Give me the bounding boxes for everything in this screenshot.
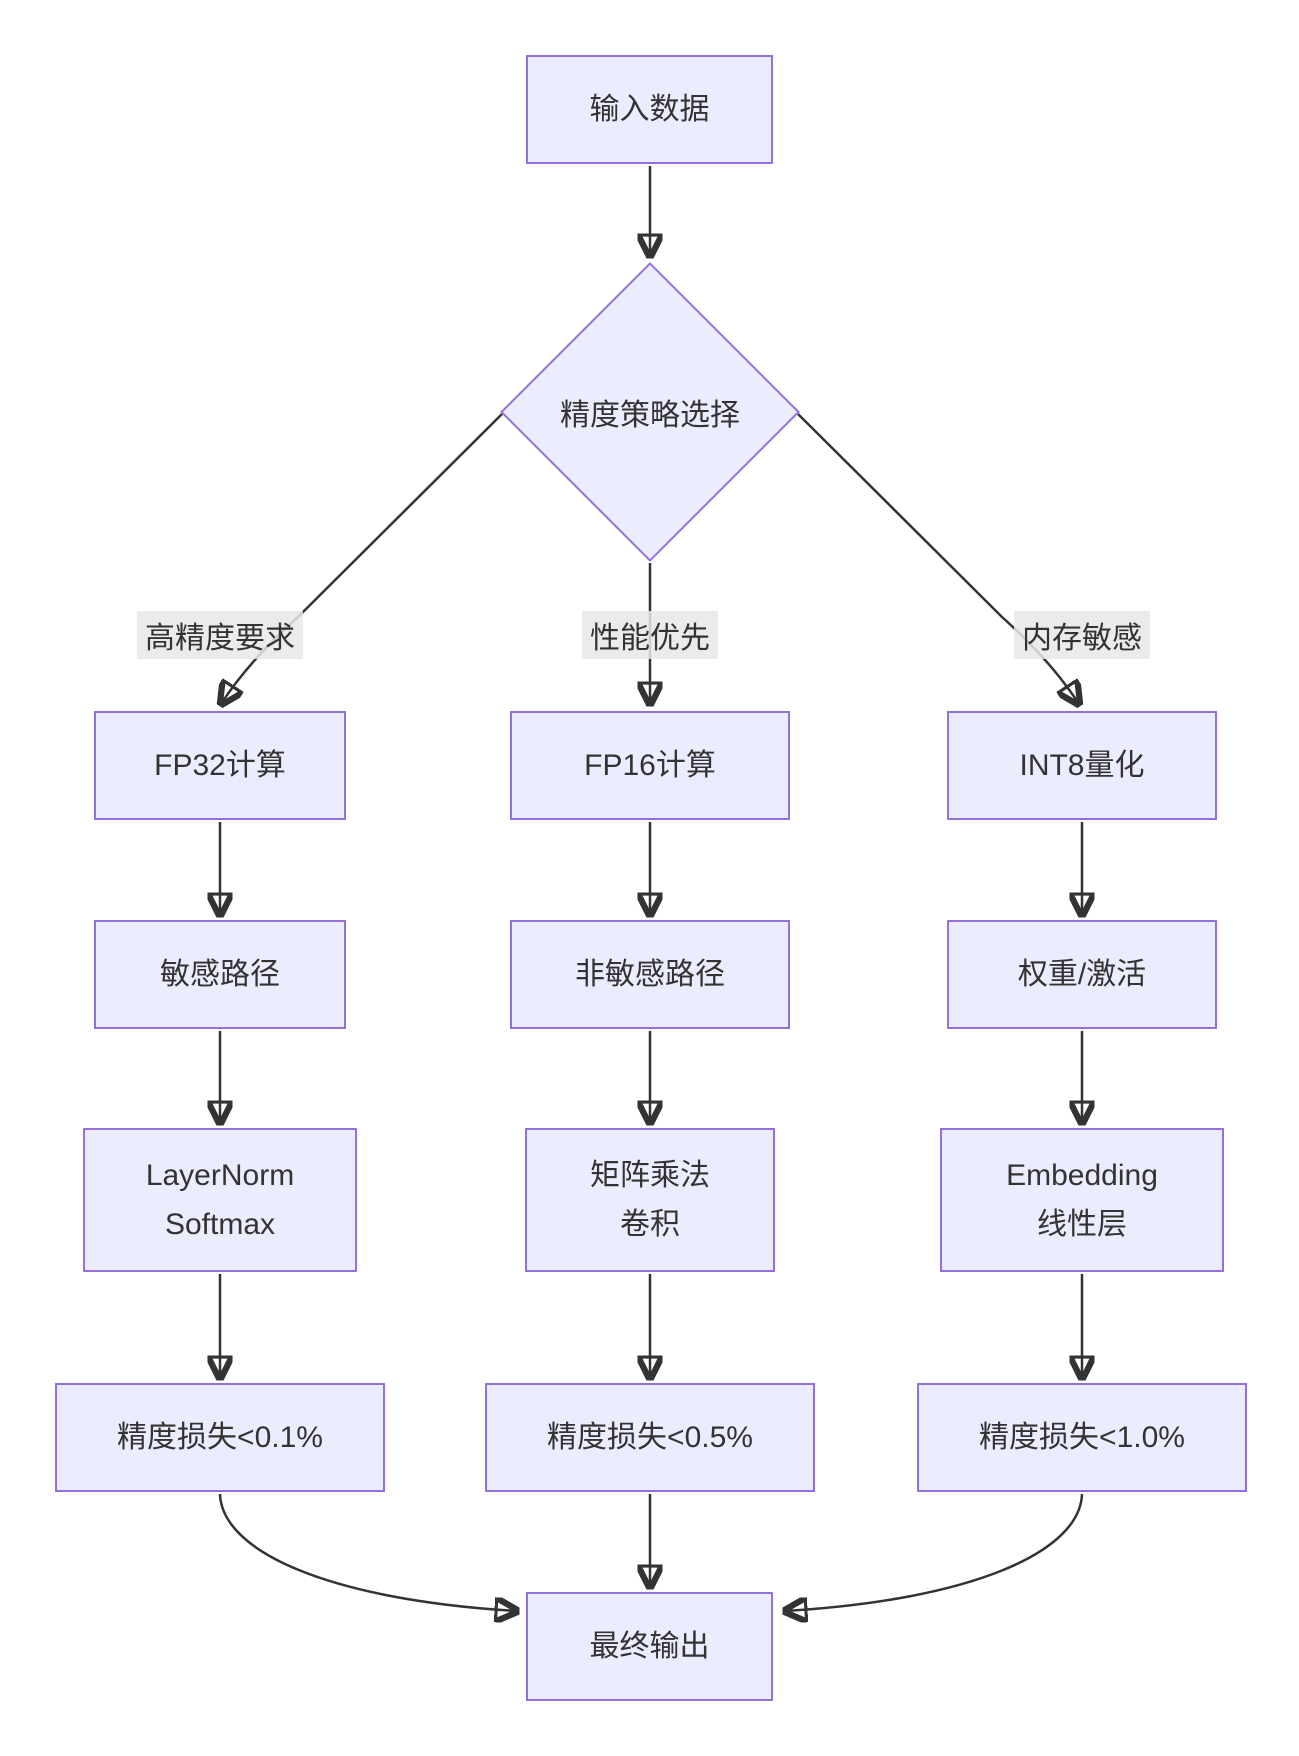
node-nonsensitive-path: 非敏感路径 xyxy=(510,920,790,1029)
node-embedding-linear-line1: Embedding xyxy=(1006,1158,1158,1192)
node-layernorm-softmax-line1: LayerNorm xyxy=(145,1158,295,1192)
edge-decision-to-int8 xyxy=(797,413,1079,704)
node-int8-quantization: INT8量化 xyxy=(947,711,1217,820)
edge-label-memory-sensitive: 内存敏感 xyxy=(1014,611,1150,659)
node-fp32-compute: FP32计算 xyxy=(94,711,346,820)
node-matmul-conv-line2: 卷积 xyxy=(620,1208,680,1241)
decision-label: 精度策略选择 xyxy=(560,399,740,432)
node-weights-activations: 权重/激活 xyxy=(947,920,1217,1029)
node-final-output: 最终输出 xyxy=(526,1592,773,1701)
node-layernorm-softmax: LayerNorm Softmax xyxy=(83,1128,357,1272)
edge-loss1-to-output xyxy=(218,1493,517,1611)
node-layernorm-softmax-line2: Softmax xyxy=(164,1208,276,1241)
decision-precision-strategy: 精度策略选择 xyxy=(500,262,800,562)
node-input-data: 输入数据 xyxy=(526,55,773,164)
edge-label-high-precision: 高精度要求 xyxy=(137,611,303,659)
node-precision-loss-1-0: 精度损失<1.0% xyxy=(917,1383,1247,1492)
node-matmul-conv: 矩阵乘法 卷积 xyxy=(525,1128,775,1272)
edge-label-performance-first: 性能优先 xyxy=(582,611,718,659)
node-embedding-linear-line2: 线性层 xyxy=(1037,1208,1127,1241)
node-precision-loss-0-1: 精度损失<0.1% xyxy=(55,1383,385,1492)
node-embedding-linear: Embedding 线性层 xyxy=(940,1128,1224,1272)
edge-decision-to-fp32 xyxy=(221,413,503,704)
node-precision-loss-0-5: 精度损失<0.5% xyxy=(485,1383,815,1492)
node-matmul-conv-line1: 矩阵乘法 xyxy=(590,1158,710,1192)
node-sensitive-path: 敏感路径 xyxy=(94,920,346,1029)
node-fp16-compute: FP16计算 xyxy=(510,711,790,820)
edge-loss3-to-output xyxy=(785,1493,1084,1611)
